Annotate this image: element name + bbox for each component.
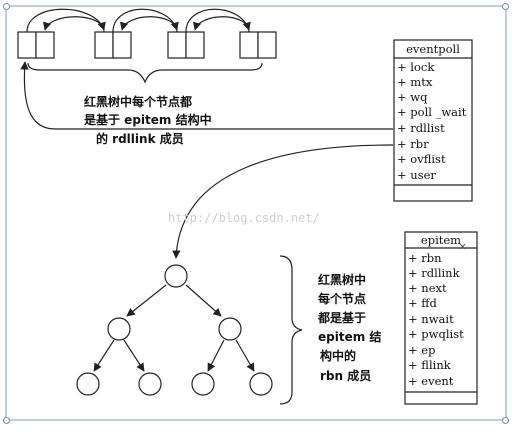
epitem-field: + ffd: [408, 296, 437, 310]
annotation-right-line-1: 红黑树中: [318, 272, 366, 287]
resize-handle-bottom-left[interactable]: [3, 417, 10, 424]
eventpoll-field: + user: [397, 168, 436, 182]
annotation-right-line-3: 都是基于: [317, 310, 366, 325]
epitem-field: + fllink: [408, 358, 452, 372]
rbr-pointer: [172, 144, 394, 259]
tree-node: [138, 372, 162, 396]
epitem-field: + next: [408, 281, 447, 295]
list-node: [239, 31, 277, 59]
list-node: [17, 31, 55, 59]
epitem-field: + event: [408, 374, 454, 388]
annotation-right-line-6: rbn 成员: [320, 368, 371, 383]
eventpoll-field: + wq: [397, 90, 428, 104]
eventpoll-field: + rbr: [397, 137, 429, 151]
annotation-right-line-4: epitem 结: [318, 329, 381, 344]
eventpoll-field: + lock: [397, 60, 435, 74]
annotation-top-line-3: 的 rdllink 成员: [96, 131, 184, 146]
tree-node: [76, 372, 100, 396]
epitem-field: + rdllink: [408, 266, 461, 280]
epitem-field: + nwait: [408, 312, 454, 326]
resize-handle-top-right[interactable]: [502, 3, 509, 10]
list-node: [167, 31, 205, 59]
tree-node: [218, 317, 242, 341]
list-links: [26, 8, 251, 33]
watermark: http://blog.csdn.net/: [168, 211, 320, 225]
tree-node: [249, 372, 273, 396]
epitem-field: + pwqlist: [408, 327, 464, 341]
red-black-tree: [76, 264, 273, 396]
annotation-right-line-2: 每个节点: [318, 291, 366, 306]
eventpoll-field: + rdllist: [397, 121, 445, 135]
annotation-right-line-5: 构中的: [320, 348, 356, 363]
rdllist-pointer: [20, 61, 393, 130]
cursor-icon: [459, 243, 466, 250]
epitem-title: epitem: [421, 233, 461, 247]
resize-handle-top-left[interactable]: [3, 3, 10, 10]
eventpoll-field: + ovflist: [397, 152, 446, 166]
list-brace: [27, 62, 263, 84]
epitem-struct: epitem + rbn + rdllink + next + ffd + nw…: [404, 231, 478, 405]
tree-brace: [279, 255, 303, 405]
epitem-field: + rbn: [408, 251, 442, 265]
tree-node: [107, 317, 131, 341]
tree-node: [191, 372, 215, 396]
eventpoll-struct: eventpoll + lock + mtx + wq + poll _wait…: [393, 39, 473, 202]
annotation-top-line-2: 是基于 epitem 结构中: [83, 112, 212, 127]
epitem-field: + ep: [408, 343, 435, 357]
eventpoll-field: + poll _wait: [397, 105, 467, 119]
ready-list: [17, 31, 277, 59]
eventpoll-field: + mtx: [397, 75, 433, 89]
annotation-top-line-1: 红黑树中每个节点都: [84, 94, 192, 109]
eventpoll-title: eventpoll: [406, 42, 460, 56]
resize-handle-bottom-right[interactable]: [502, 417, 509, 424]
selection-frame[interactable]: [5, 5, 507, 421]
tree-node: [164, 264, 188, 288]
list-node: [94, 31, 132, 59]
